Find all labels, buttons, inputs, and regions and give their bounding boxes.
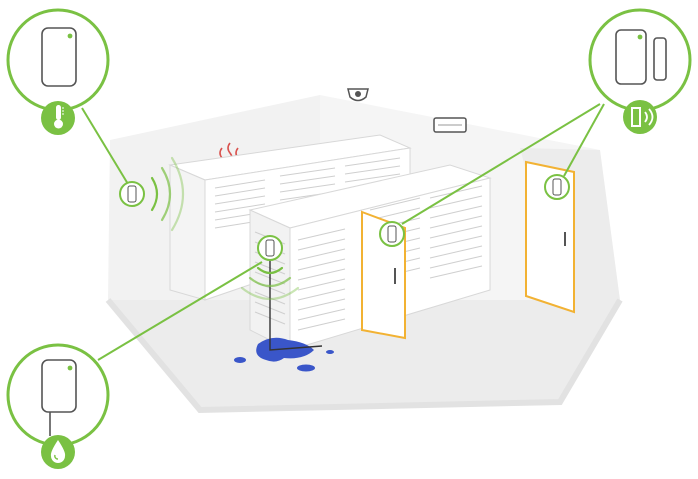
leak-probe-cable (269, 258, 323, 351)
door-contact-sensor-illustration (615, 29, 667, 85)
callout-door-contact (588, 8, 692, 134)
callout-water-leak (6, 343, 110, 469)
thermometer-icon (41, 101, 75, 135)
scene-sensor-wall (119, 181, 145, 207)
room-floor (108, 280, 620, 410)
door-sound-icon (623, 100, 657, 134)
front-rack-grilles (297, 185, 483, 331)
water-drop-icon (41, 435, 75, 469)
scene-sensor-cabinet-door (379, 221, 405, 247)
room-floor-edge (105, 298, 623, 414)
ceiling-camera (347, 88, 369, 102)
room-door (525, 160, 575, 314)
wireless-signal-waves (150, 156, 300, 300)
callout-temperature (6, 8, 110, 135)
wall-vent (433, 117, 467, 133)
wall-sensor-illustration (41, 27, 77, 87)
leak-sensor-illustration (41, 359, 77, 436)
scene-sensor-leak (257, 235, 283, 261)
scene-sensor-room-door (544, 174, 570, 200)
callout-connector-lines (81, 103, 605, 361)
